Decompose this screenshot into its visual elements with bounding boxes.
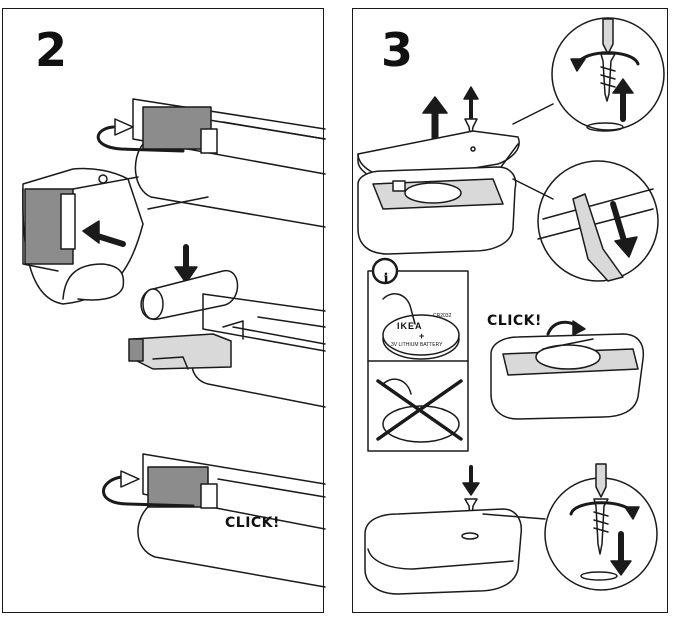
battery-cylinder	[140, 270, 239, 320]
cross-icon	[376, 379, 463, 441]
rotate-arrow-icon	[96, 125, 185, 153]
battery-brand: IKEA	[397, 321, 423, 331]
rotate-arrow-icon	[102, 475, 195, 508]
step-3-number: 3	[381, 23, 414, 77]
battery-coin-bad	[382, 405, 460, 443]
step-3-illustration	[357, 17, 665, 595]
screwdriver-icon	[602, 18, 614, 55]
battery-text: 3V LITHIUM BATTERY	[391, 342, 443, 348]
screwdriver-icon	[572, 193, 624, 282]
click-text: CLICK!	[225, 515, 280, 531]
step-3-panel: 3	[352, 8, 668, 613]
info-letter: i	[383, 271, 389, 287]
battery-plus: +	[419, 331, 425, 341]
top-remote-rail	[132, 98, 326, 228]
device-closed	[364, 508, 523, 595]
down-arrow-icon	[610, 201, 628, 247]
step-2-panel: 2	[2, 8, 326, 613]
step-2-illustration	[22, 98, 326, 588]
info-icon	[371, 257, 399, 285]
battery-model: CR2032	[433, 313, 452, 319]
click-text: CLICK!	[487, 313, 542, 329]
step-2-number: 2	[35, 23, 68, 77]
screwdriver-icon	[595, 463, 607, 498]
middle-remote-rail	[128, 293, 326, 408]
